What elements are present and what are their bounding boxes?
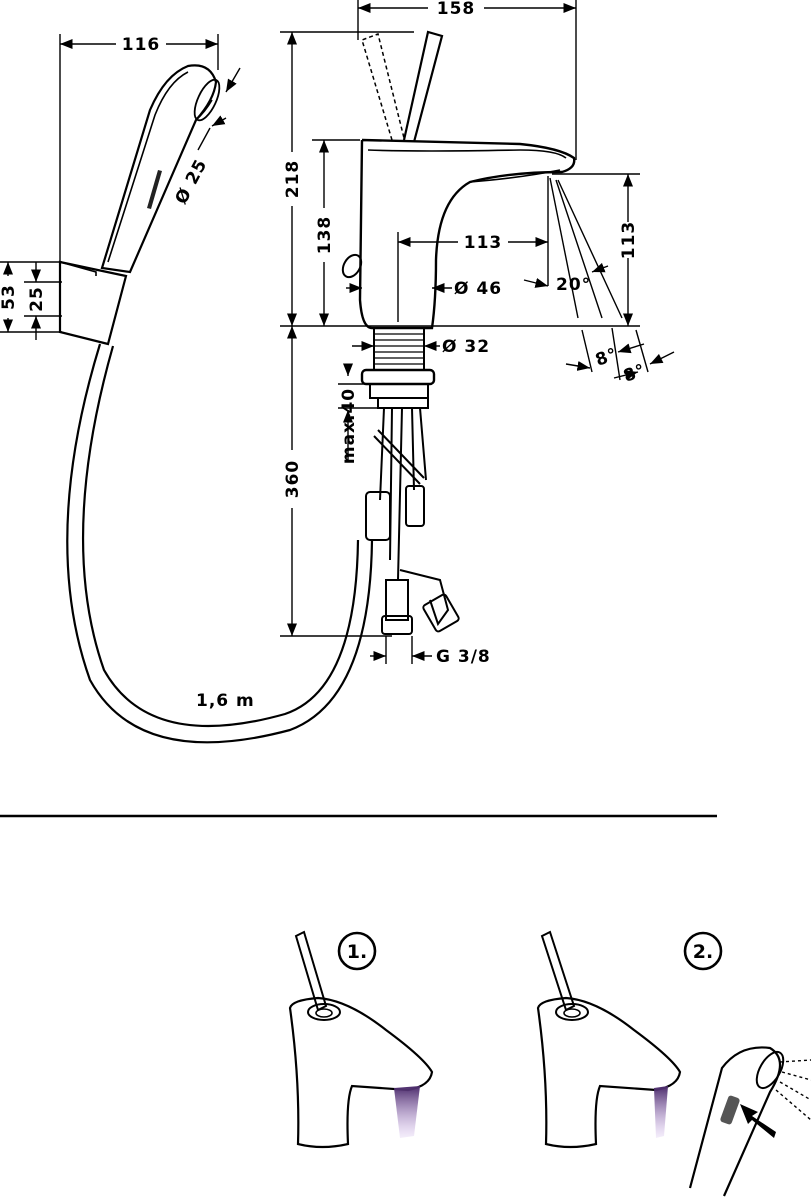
dim-116: 116 — [122, 35, 161, 55]
dim-max-40: max.40 — [339, 388, 359, 464]
dim-138: 138 — [315, 216, 335, 255]
dim-158: 158 — [437, 0, 476, 19]
dim-diameter-32: Ø 32 — [442, 337, 490, 357]
step-2-number: 2. — [693, 941, 713, 963]
hand-shower-drawing — [58, 64, 221, 346]
step-2-illustration: 2. — [536, 930, 811, 1197]
dim-113-horizontal: 113 — [464, 233, 503, 253]
dim-25: 25 — [27, 286, 47, 312]
dim-diameter-46: Ø 46 — [454, 279, 502, 299]
dim-218: 218 — [283, 160, 303, 199]
dim-angle-8-b: 8° — [621, 360, 649, 386]
step-1-number: 1. — [347, 941, 367, 963]
dim-angle-8-a: 8° — [593, 344, 621, 370]
hose-drawing — [66, 343, 374, 744]
hose-length-label: 1,6 m — [196, 691, 255, 711]
dim-360: 360 — [283, 460, 303, 499]
dim-angle-20: 20° — [556, 275, 591, 295]
mixer-drawing — [341, 30, 576, 635]
step-1-illustration: 1. — [288, 930, 434, 1149]
dim-53: 53 — [0, 284, 19, 310]
dim-113-vertical: 113 — [619, 221, 639, 260]
dim-g-3-8: G 3/8 — [436, 647, 491, 667]
